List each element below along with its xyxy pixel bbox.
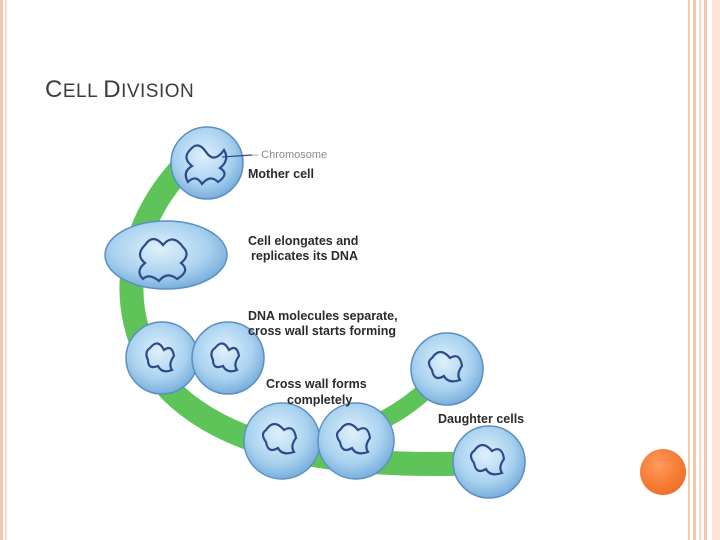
cross-wall-dna-left (261, 422, 298, 455)
elongated-cell-dna (138, 237, 188, 283)
cross-wall-label-line-1: Cross wall forms (266, 377, 367, 391)
daughter-cell-top (410, 332, 484, 406)
separating-cell (125, 321, 265, 395)
title-initial-d: D (103, 76, 122, 103)
cross-wall-dna-right (335, 422, 372, 455)
right-decorative-border (688, 0, 720, 540)
separate-label-line-2: cross wall starts forming (248, 324, 396, 338)
title-rest-1: ELL (62, 81, 104, 102)
orange-circle-decoration (640, 449, 686, 495)
daughter-cells-label: Daughter cells (438, 412, 525, 426)
mother-cell-label: Mother cell (248, 167, 314, 181)
daughter-cell-bottom-dna (469, 443, 506, 476)
elongates-label-line-2: replicates its DNA (251, 249, 358, 263)
elongated-cell (104, 220, 228, 290)
chromosome-label: – Chromosome (252, 149, 328, 161)
separating-cell-dna-left (145, 342, 176, 373)
mother-cell-dna (184, 144, 228, 186)
title-rest-2: IVISION (121, 81, 195, 102)
daughter-cell-bottom (452, 425, 526, 499)
mother-cell (170, 126, 244, 200)
separating-cell-dna-right (210, 342, 241, 373)
chromosome-pointer (221, 154, 253, 158)
cross-wall-cells (243, 402, 395, 480)
separate-label-line-1: DNA molecules separate, (248, 309, 398, 323)
elongates-label-line-1: Cell elongates and (248, 234, 359, 248)
slide-title: CELL DIVISION (45, 76, 194, 104)
daughter-cell-top-dna (427, 350, 464, 383)
cross-wall-label-line-2: completely (287, 393, 353, 407)
title-initial-c: C (45, 76, 63, 103)
left-decorative-border (0, 0, 8, 540)
